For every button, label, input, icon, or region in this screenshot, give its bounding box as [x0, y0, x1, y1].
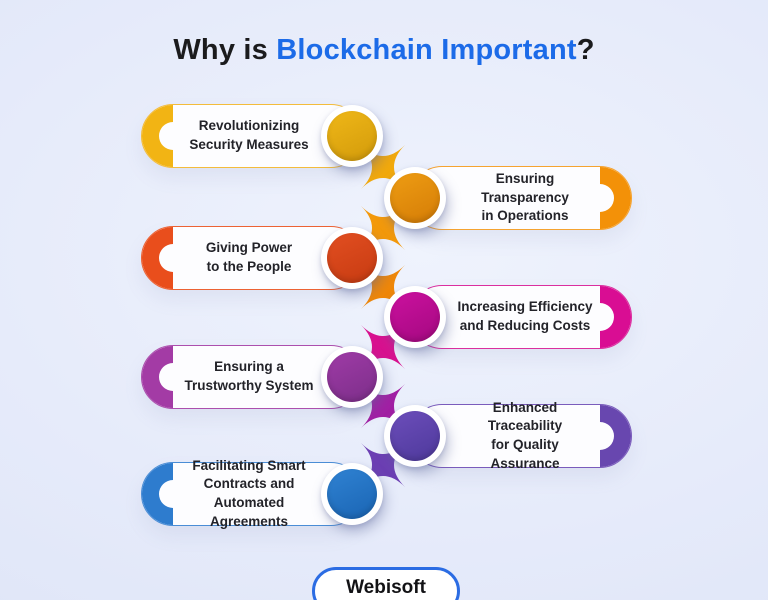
- pill-body: [410, 404, 632, 468]
- title-suffix: ?: [576, 34, 595, 66]
- chain-node-circle: [321, 346, 383, 408]
- pill-cap-arc: [142, 346, 173, 408]
- pill-cap-arc: [600, 286, 631, 348]
- chain-node-circle: [321, 227, 383, 289]
- pill-body: [410, 166, 632, 230]
- pill-label: Facilitating Smart Contracts and Automat…: [192, 457, 306, 529]
- pill-label: Ensuring a Trustworthy System: [184, 359, 314, 393]
- brand-badge: Webisoft: [312, 567, 460, 600]
- pill-cap-arc: [142, 227, 173, 289]
- pill-cap-arc: [142, 105, 173, 167]
- chain-node-circle: [321, 463, 383, 525]
- page-title: Why is Blockchain Important?: [0, 34, 768, 67]
- pill-smart-contracts: Facilitating Smart Contracts and Automat…: [141, 457, 363, 529]
- pill-label: Increasing Efficiency and Reducing Costs: [457, 299, 593, 333]
- chain-node-circle: [321, 105, 383, 167]
- pill-cap-arc: [142, 463, 173, 525]
- chain-node-circle: [384, 405, 446, 467]
- chain-node-fill: [390, 411, 440, 461]
- pill-enhanced-traceability: Enhanced Traceability for Quality Assura…: [410, 399, 632, 471]
- chain-node-fill: [390, 292, 440, 342]
- chain-node-fill: [327, 352, 377, 402]
- title-highlight: Blockchain Important: [276, 34, 577, 66]
- chain-node-circle: [384, 286, 446, 348]
- chain-node-fill: [390, 173, 440, 223]
- chain-node-fill: [327, 111, 377, 161]
- title-prefix: Why is: [173, 34, 277, 66]
- pill-cap-arc: [600, 405, 631, 467]
- pill-increasing-efficiency: Increasing Efficiency and Reducing Costs: [410, 285, 632, 349]
- pill-label: Ensuring Transparency in Operations: [481, 171, 569, 224]
- chain-node-fill: [327, 233, 377, 283]
- chain-node-circle: [384, 167, 446, 229]
- chain-node-fill: [327, 469, 377, 519]
- pill-cap-arc: [600, 167, 631, 229]
- brand-name: Webisoft: [346, 577, 426, 598]
- pill-label: Enhanced Traceability for Quality Assura…: [487, 399, 563, 471]
- pill-label: Giving Power to the People: [205, 240, 293, 274]
- pill-label: Revolutionizing Security Measures: [189, 118, 309, 152]
- pill-body: [410, 285, 632, 349]
- pill-ensuring-transparency: Ensuring Transparency in Operations: [410, 166, 632, 230]
